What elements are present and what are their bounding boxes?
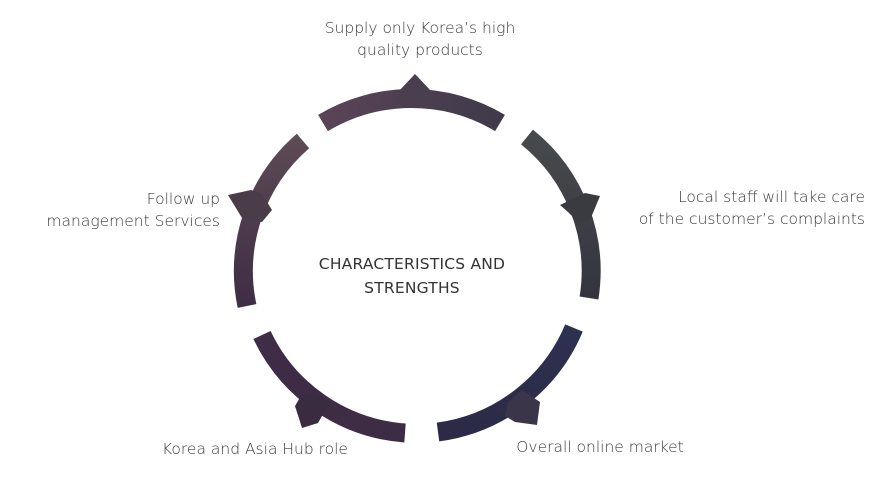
step-label-5: Follow up management Services	[46, 190, 220, 230]
step-label-2: Local staff will take care of the custom…	[638, 188, 865, 228]
arrowhead-2	[560, 193, 600, 222]
step-label-4: Korea and Asia Hub role	[162, 440, 348, 458]
center-title: CHARACTERISTICS AND STRENGTHS	[318, 255, 506, 297]
arrowhead-1	[398, 74, 432, 108]
arrowhead-3	[505, 390, 540, 425]
step-label-3: Overall online market	[516, 438, 684, 456]
arrowhead-5	[228, 190, 272, 222]
step-label-1: Supply only Korea’s high quality product…	[324, 19, 516, 59]
arc-segment-4	[253, 330, 406, 443]
arrowhead-4	[295, 392, 330, 428]
